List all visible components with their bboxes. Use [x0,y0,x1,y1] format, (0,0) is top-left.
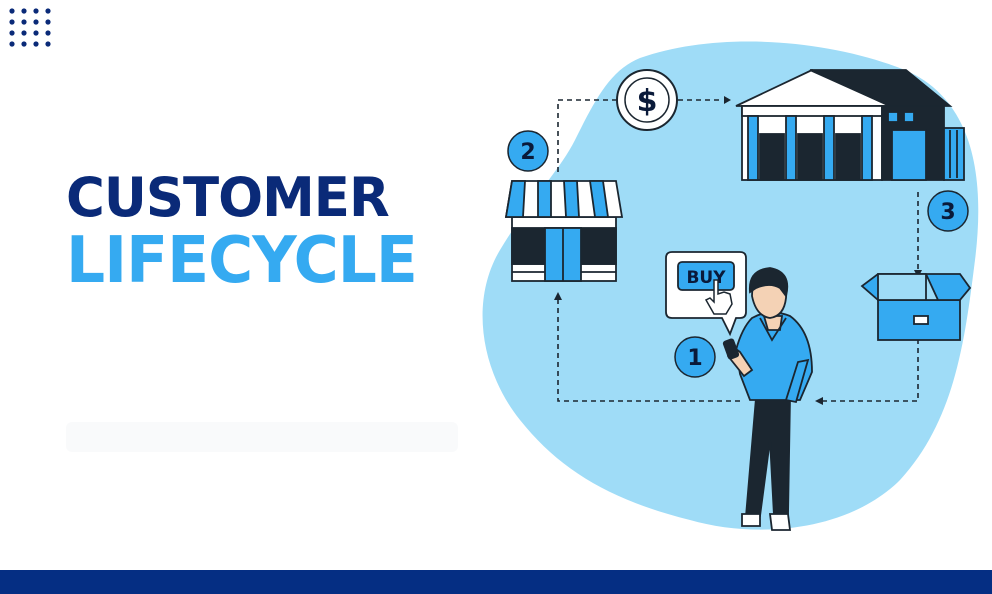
step-2-badge: 2 [507,130,549,172]
title-line-2: LIFECYCLE [66,224,418,298]
step-2-number: 2 [520,140,535,165]
footer-bar [0,570,992,594]
dollar-coin-icon: $ [616,69,678,131]
step-3-badge: 3 [927,190,969,232]
dots-grid-icon [9,8,51,47]
box-icon [860,273,972,341]
buy-label: BUY [686,268,726,288]
title-line-1: CUSTOMER [66,166,390,229]
warehouse-icon [735,69,965,181]
faint-watermark [66,422,458,452]
cursor-hand-icon [704,279,733,315]
step-1-number: 1 [687,346,702,371]
person-with-phone-icon [722,267,813,531]
coin-symbol: $ [637,84,658,119]
store-icon [504,180,624,282]
headline: CUSTOMER LIFECYCLE [66,166,432,298]
step-1-badge: 1 [674,336,716,378]
step-3-number: 3 [940,200,955,225]
